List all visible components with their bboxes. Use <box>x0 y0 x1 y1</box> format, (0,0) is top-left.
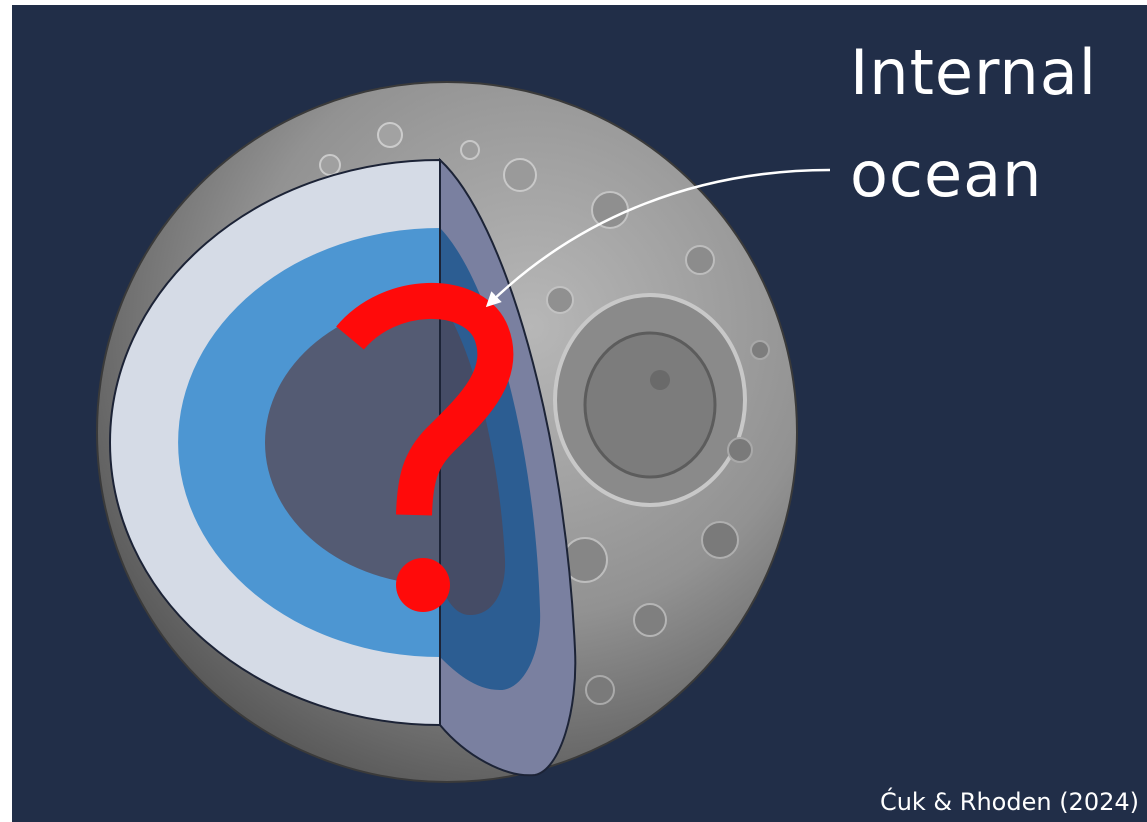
citation-credit: Ćuk & Rhoden (2024) <box>879 788 1139 816</box>
question-mark-icon <box>336 283 514 612</box>
internal-ocean-label-line2: ocean <box>850 138 1043 211</box>
internal-ocean-label-line1: Internal <box>850 36 1097 109</box>
arrow-icon <box>485 168 831 308</box>
